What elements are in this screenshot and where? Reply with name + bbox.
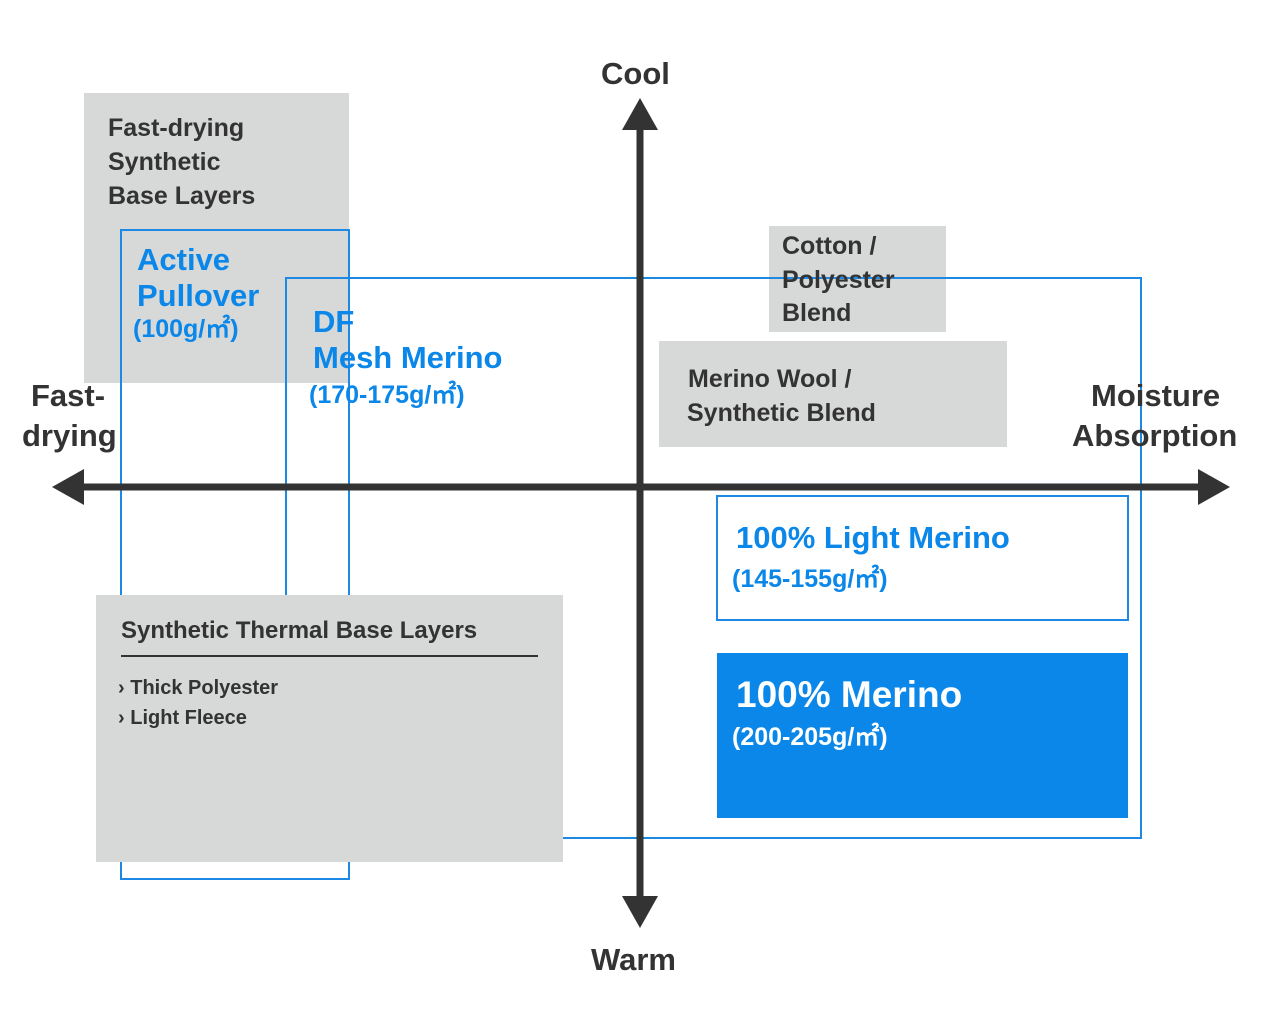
left-arrow-icon (52, 469, 84, 505)
active-pullover-name-1: Active (137, 242, 231, 277)
chevron-right-icon: › (118, 707, 125, 729)
merino-weight: (200-205g/㎡) (732, 723, 888, 751)
axis-label-fast-drying-1: Fast- (31, 378, 106, 413)
synthetic-thermal-item-1-label: Thick Polyester (130, 677, 279, 699)
chevron-right-icon: › (118, 677, 125, 699)
axis-label-fast-drying-2: drying (22, 418, 117, 453)
cotton-polyester-line-2: Polyester (782, 266, 895, 294)
light-merino-box (716, 495, 1129, 621)
fast-drying-synthetic-line-1: Fast-drying (108, 114, 245, 142)
up-arrow-icon (622, 98, 658, 130)
down-arrow-icon (622, 896, 658, 928)
merino-box (717, 653, 1128, 818)
light-merino-weight: (145-155g/㎡) (732, 565, 888, 593)
cotton-polyester-line-3: Blend (782, 299, 852, 327)
df-mesh-merino-box (285, 277, 1142, 839)
df-mesh-merino-name-2: Mesh Merino (313, 340, 503, 375)
light-merino-name: 100% Light Merino (736, 520, 1010, 555)
synthetic-thermal-divider (121, 655, 538, 657)
merino-wool-blend-box (659, 341, 1007, 447)
df-mesh-merino-weight: (170-175g/㎡) (309, 381, 465, 409)
axis-label-moisture: Moisture (1091, 378, 1221, 413)
fast-drying-synthetic-line-2: Synthetic (108, 148, 221, 176)
synthetic-thermal-box (96, 595, 563, 862)
synthetic-thermal-item-2-label: Light Fleece (130, 707, 247, 729)
merino-name: 100% Merino (736, 674, 963, 715)
cotton-polyester-box (769, 226, 946, 332)
axis-label-warm: Warm (591, 942, 676, 977)
merino-wool-blend-line-1: Merino Wool / (688, 365, 852, 393)
active-pullover-box (120, 229, 350, 880)
synthetic-thermal-item-1: › Thick Polyester (118, 678, 278, 698)
fast-drying-synthetic-box (84, 93, 349, 383)
active-pullover-name-2: Pullover (137, 278, 260, 313)
merino-wool-blend-line-2: Synthetic Blend (687, 399, 876, 427)
axis-label-cool: Cool (601, 56, 670, 91)
synthetic-thermal-item-2: › Light Fleece (118, 708, 247, 728)
active-pullover-weight: (100g/㎡) (133, 315, 239, 343)
fast-drying-synthetic-line-3: Base Layers (108, 182, 256, 210)
cotton-polyester-line-1: Cotton / (782, 232, 877, 260)
axis-label-absorption: Absorption (1072, 418, 1238, 453)
right-arrow-icon (1198, 469, 1230, 505)
df-mesh-merino-name-1: DF (313, 304, 355, 339)
synthetic-thermal-title: Synthetic Thermal Base Layers (121, 617, 478, 644)
